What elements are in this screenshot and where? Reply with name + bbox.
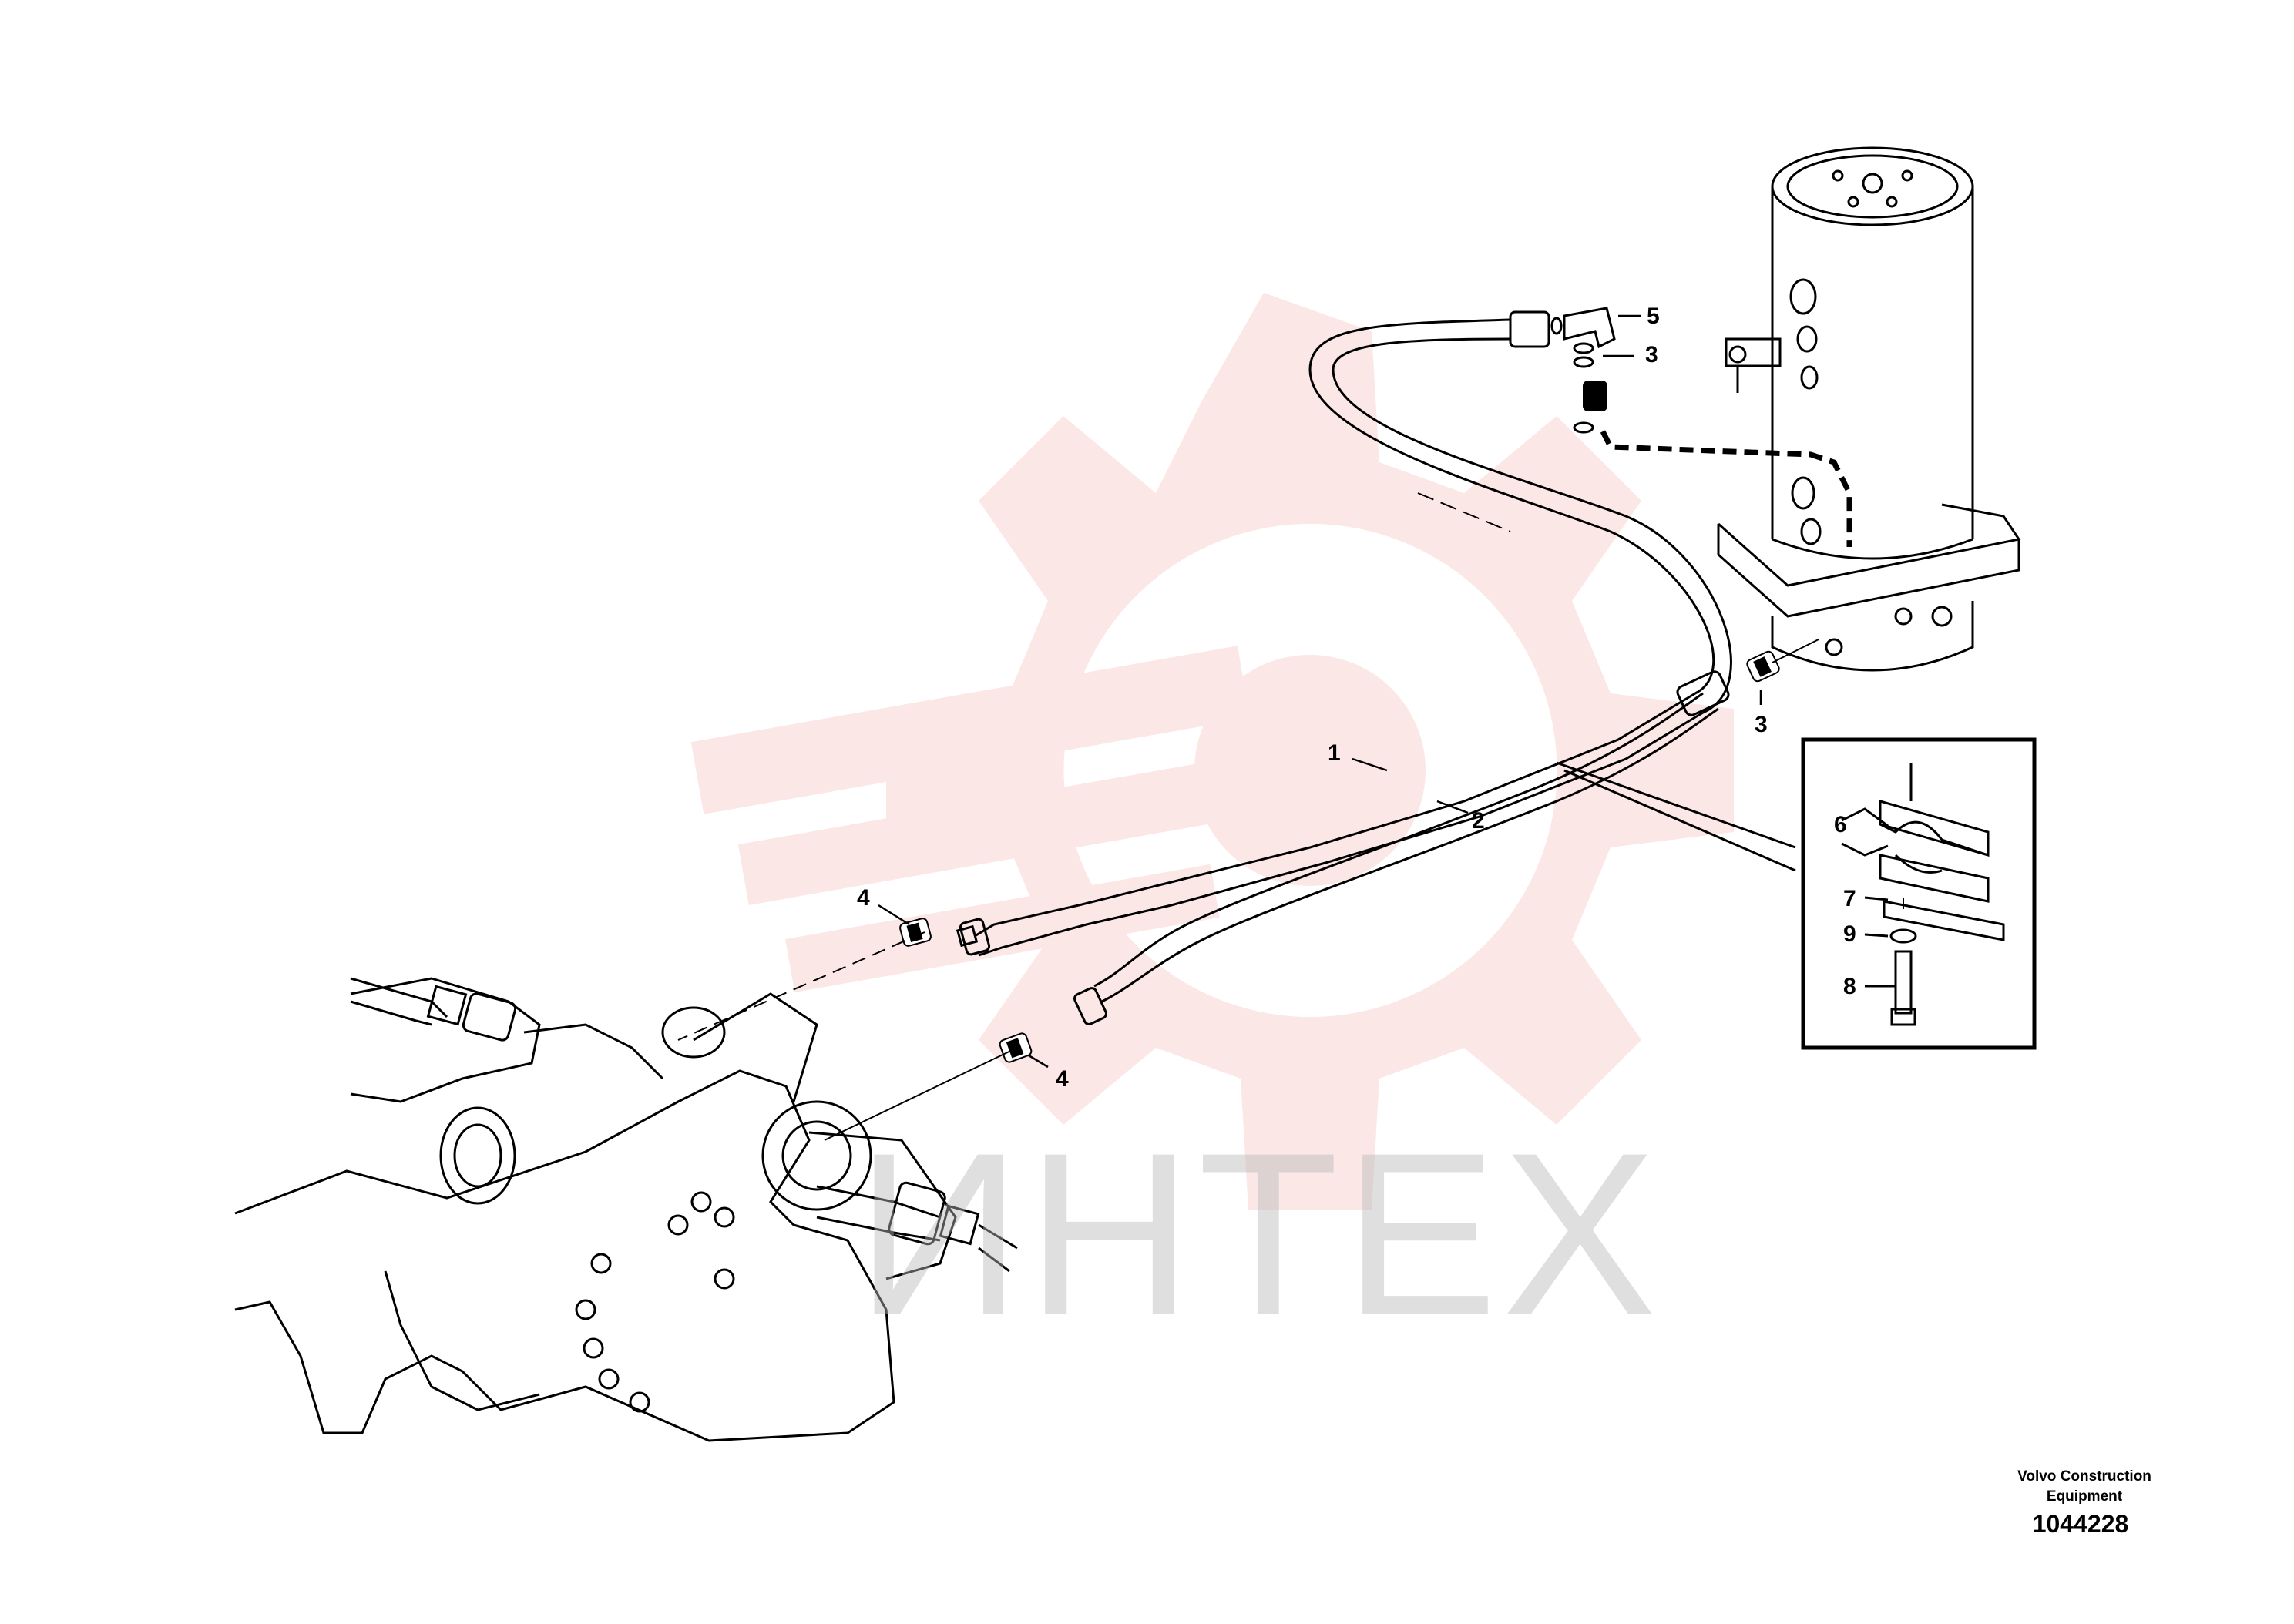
- document-number: 1044228: [2032, 1510, 2129, 1538]
- watermark-text: ИНТЕХ: [855, 1104, 1661, 1363]
- swivel-joint: [1717, 146, 2021, 672]
- hose-2: [1093, 692, 1719, 1003]
- callout-leaders: [878, 314, 1762, 1069]
- brand-line-2: Equipment: [2046, 1488, 2123, 1505]
- callout-3-upper: 3: [1645, 342, 1658, 367]
- callout-3-lower: 3: [1755, 712, 1768, 737]
- callout-1: 1: [1328, 740, 1341, 766]
- detail-pointer: [1556, 761, 1796, 872]
- axle-hoses: [350, 977, 1018, 1273]
- callout-2: 2: [1472, 808, 1485, 834]
- callout-7: 7: [1843, 886, 1856, 911]
- callout-4-upper: 4: [857, 885, 870, 911]
- callout-9: 9: [1843, 921, 1856, 947]
- callout-4-lower: 4: [1056, 1066, 1069, 1092]
- adapter-fittings: [899, 381, 1780, 1063]
- watermark-gear-icon: [690, 293, 1734, 1210]
- callout-6: 6: [1834, 812, 1847, 837]
- callouts: 1 2 3 3 4 4 5 6 7 8 9: [857, 304, 1856, 1092]
- elbow-fitting: [1550, 307, 1616, 434]
- callout-5: 5: [1647, 304, 1660, 329]
- axle-housing: [234, 977, 957, 1442]
- hose-fittings: [956, 310, 1730, 1025]
- axle-bolts: [575, 1191, 735, 1413]
- connection-lines: [677, 430, 1852, 1141]
- hose-1: [974, 318, 1732, 957]
- clamp-detail-box: [1801, 737, 2037, 1050]
- brand-line-1: Volvo Construction: [2017, 1468, 2151, 1485]
- callout-8: 8: [1843, 974, 1856, 999]
